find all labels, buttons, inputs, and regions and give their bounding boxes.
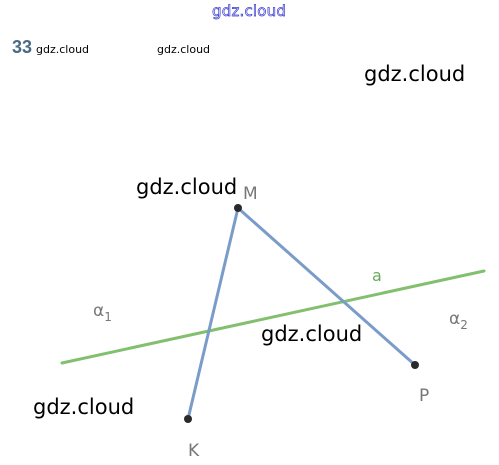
label-k: K [188,441,200,461]
watermark-small-1: gdz.cloud [36,43,90,56]
point-m [234,204,242,212]
label-alpha2: α2 [449,309,468,332]
watermark-large-3: gdz.cloud [261,322,363,346]
point-k [184,415,192,423]
task-number: 33 [12,37,33,57]
segment-mp [236,206,417,367]
alpha2-index: 2 [460,318,468,332]
segment-mk [186,206,240,421]
watermark-small-2: gdz.cloud [157,43,211,56]
label-p: P [419,386,429,406]
line-a [60,269,486,365]
point-p [411,361,419,369]
alpha1-index: 1 [104,310,112,324]
watermark-large-2: gdz.cloud [136,175,238,199]
watermark-large-1: gdz.cloud [364,62,466,86]
label-alpha1: α1 [93,301,112,324]
alpha1-symbol: α [93,301,104,321]
label-line-a: a [372,266,382,285]
watermark-large-4: gdz.cloud [33,395,135,419]
label-m: M [243,184,258,204]
alpha2-symbol: α [449,309,460,329]
watermark-top: gdz.cloud [212,2,287,21]
